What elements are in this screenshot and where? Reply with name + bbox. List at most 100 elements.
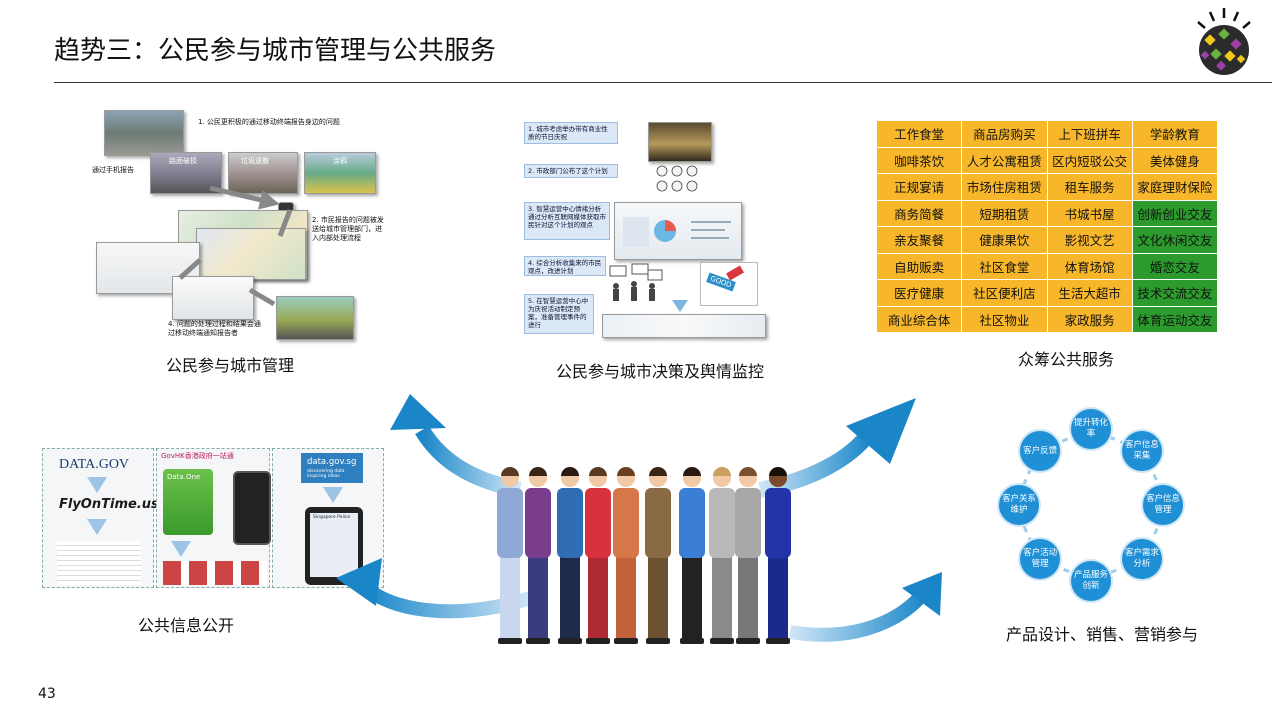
govhk-logo: GovHK香港政府一站通 [161,452,234,460]
down-arrow [171,541,191,557]
person-figure [557,467,583,644]
table-row: 医疗健康社区便利店生活大超市技术交流交友 [875,279,1219,307]
service-cell: 书城书屋 [1046,199,1133,227]
service-cell: 商品房购买 [961,120,1048,148]
datagovsg-panel: data.gov.sg discovering data inspiring i… [272,448,384,588]
caption-product-participation: 产品设计、销售、营销参与 [1006,625,1199,644]
thumb-label: 垃圾遗撒 [241,157,269,165]
service-cell: 社区便利店 [961,279,1048,307]
service-cell: 生活大超市 [1046,279,1133,307]
note-feedback: 4. 问题的处理过程和结果会通过移动终端通知报告者 [168,320,261,337]
service-cell: 影视文艺 [1046,226,1133,254]
sign-bad [726,265,744,281]
brand-logo-icon [1197,8,1251,75]
service-cell: 学龄教育 [1131,120,1219,148]
service-cell: 社区食堂 [961,252,1048,280]
caption-decision-monitoring: 公民参与城市决策及舆情监控 [556,362,765,381]
note-phone-report: 通过手机报告 [92,166,134,174]
crowdfunding-services-table: 工作食堂商品房购买上下班拼车学龄教育咖啡茶饮人才公寓租赁区内短驳公交美体健身正规… [875,120,1219,333]
cycle-node: 客户活动管理 [1020,538,1061,579]
service-cell: 社区物业 [961,305,1048,333]
cycle-node: 客户反馈 [1020,431,1061,472]
business-people-group-icon [497,467,791,644]
caption-urban-management: 公民参与城市管理 [166,356,295,375]
service-cell: 亲友聚餐 [875,226,963,254]
datagovsg-logo: data.gov.sg [307,457,357,467]
customer-cycle: 提升转化率客户信息采集客户信息管理客户需求分析产品服务创新客户活动管理 客户关系维… [996,400,1186,610]
cycle-node: 客户信息采集 [1121,431,1162,472]
person-figure [585,467,611,644]
table-row: 自助贩卖社区食堂体育场馆婚恋交友 [875,252,1219,280]
service-cell: 婚恋交友 [1131,252,1219,280]
public-opinion-faces-icon [656,165,698,192]
service-cell: 文化休闲交友 [1131,226,1219,254]
thumb-label: 路面破损 [169,157,197,165]
table-row: 咖啡茶饮人才公寓租赁区内短驳公交美体健身 [875,146,1219,174]
note-mobile-report: 1. 公民更积极的通过移动终端报告身边的问题 [198,118,340,126]
cycle-node: 客户关系维护 [999,485,1039,525]
caption-open-data: 公共信息公开 [138,616,235,635]
service-cell: 上下班拼车 [1046,120,1133,148]
operations-center-screen [602,314,766,338]
person-figure [497,467,523,644]
down-arrow [87,519,107,535]
down-arrow [672,300,688,312]
service-cell: 自助贩卖 [875,252,963,280]
datagov-logo: DATA.GOV [59,457,130,472]
report-list-screen [172,276,254,320]
dataone-label: Data.One [167,473,201,481]
meeting-photo [648,122,712,162]
service-cell: 工作食堂 [875,120,963,148]
service-cell: 医疗健康 [875,279,963,307]
service-cell: 正规宴请 [875,173,963,201]
step-1-box: 1. 城市考虑举办带有商业性质的节日庆祝 [524,122,618,144]
step-3-box: 3. 智慧运营中心情绪分析通过分析互联网媒体获取市民针对这个计划的观点 [524,202,610,240]
down-arrow [87,477,107,493]
cycle-node: 客户需求分析 [1121,538,1162,579]
good-bad-sign: GOOD [700,262,758,306]
table-row: 亲友聚餐健康果饮影视文艺文化休闲交友 [875,226,1219,254]
smartphone-icon [233,471,271,545]
service-cell: 租车服务 [1046,173,1133,201]
down-arrow [323,487,343,503]
person-figure [645,467,671,644]
service-cell: 家庭理财保险 [1131,173,1219,201]
dataone-app-screen [163,469,213,535]
datagov-panel: DATA.GOV FlyOnTime.us [42,448,159,588]
table-row: 正规宴请市场住房租赁租车服务家庭理财保险 [875,173,1219,201]
service-cell: 商务简餐 [875,199,963,227]
title-divider [54,82,1272,83]
datagovsg-tagline: discovering data inspiring ideas [307,469,345,479]
person-figure [525,467,551,644]
person-figure [613,467,639,644]
garbage-truck-photo [276,296,354,340]
street-photo [104,110,184,156]
service-cell: 商业综合体 [875,305,963,333]
service-cell: 短期租赁 [961,199,1048,227]
step-4-box: 4. 综合分析收集来的市民观点，改进计划 [524,256,606,276]
flow-arrows [178,185,293,307]
cycle-node: 提升转化率 [1071,409,1111,449]
cycle-node: 产品服务创新 [1071,561,1111,601]
table-row: 工作食堂商品房购买上下班拼车学龄教育 [875,120,1219,148]
caption-crowdfunding: 众筹公共服务 [1018,350,1115,369]
service-cell: 体育场馆 [1046,252,1133,280]
datagovsg-logo-box [301,453,363,483]
table-row: 商务简餐短期租赁书城书屋创新创业交友 [875,199,1219,227]
service-cell: 人才公寓租赁 [961,146,1048,174]
flyontime-logo: FlyOnTime.us [59,497,159,512]
sentiment-dashboard [614,202,742,260]
step-5-box: 5. 在智慧运营中心中为庆祝活动制定预案，准备管理事件的进行 [524,294,594,334]
govhk-panel: GovHK香港政府一站通 Data.One [156,448,271,588]
note-dispatch: 2. 市民报告的问题被发送给城市管理部门，进入内部处理流程 [312,216,384,242]
police-app-title: Singapore Police [313,515,351,520]
table-row: 商业综合体社区物业家政服务体育运动交友 [875,305,1219,333]
person-figure [735,467,761,644]
sentiment-chart-icon [623,217,731,247]
service-cell: 体育运动交友 [1131,305,1219,333]
cycle-node: 客户信息管理 [1143,485,1183,525]
service-cell: 技术交流交友 [1131,279,1219,307]
service-cell: 健康果饮 [961,226,1048,254]
person-figure [679,467,705,644]
protest-crowd-icon [609,263,663,301]
